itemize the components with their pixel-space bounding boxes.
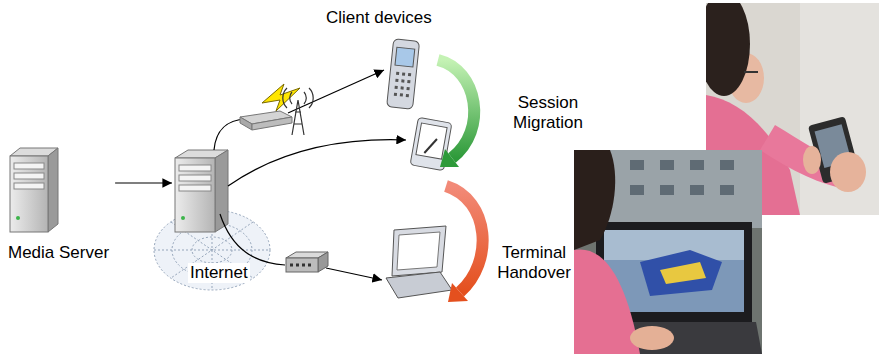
migration-arrow bbox=[438, 60, 474, 167]
switch-ports bbox=[290, 264, 311, 267]
glasses bbox=[744, 71, 758, 73]
hand bbox=[830, 152, 866, 192]
mobile-phone bbox=[387, 39, 420, 109]
radio-waves bbox=[283, 88, 313, 108]
drive-bay bbox=[179, 175, 211, 181]
link-arrow bbox=[228, 140, 406, 186]
photo-ground bbox=[574, 150, 762, 354]
link-arrow bbox=[326, 268, 382, 280]
phone-keypad bbox=[394, 73, 411, 95]
server-node: Internet bbox=[172, 148, 254, 285]
drive-bay bbox=[14, 183, 44, 189]
windows bbox=[630, 160, 734, 195]
server-node: Media Server bbox=[4, 146, 115, 265]
power-led bbox=[181, 216, 185, 220]
access-links bbox=[214, 70, 406, 280]
server-front bbox=[10, 156, 48, 232]
photo-wall bbox=[800, 3, 879, 215]
screen-figure bbox=[640, 250, 722, 296]
drive-bay bbox=[14, 173, 44, 179]
laptop-lid bbox=[392, 226, 446, 276]
node-label: Internet bbox=[188, 263, 250, 283]
annotation-label: Terminal Handover bbox=[492, 243, 576, 284]
curved-band bbox=[446, 186, 483, 292]
lightning-bolt bbox=[262, 84, 300, 111]
annotation-label: Client devices bbox=[326, 8, 432, 28]
switch-side bbox=[318, 252, 328, 272]
flow-arrow bbox=[115, 182, 172, 183]
drive-bay bbox=[179, 165, 211, 171]
power-led bbox=[16, 216, 20, 220]
network-switch bbox=[286, 252, 328, 272]
stylus bbox=[424, 137, 437, 154]
node-label: Media Server bbox=[6, 243, 111, 263]
drive-bay bbox=[179, 185, 211, 191]
screen-figure bbox=[660, 262, 706, 284]
phone-body bbox=[387, 39, 420, 109]
link-wire bbox=[220, 214, 285, 265]
hair bbox=[706, 3, 750, 96]
curved-band bbox=[438, 60, 474, 158]
arrow-head bbox=[448, 283, 468, 302]
wireless-modem bbox=[240, 84, 300, 130]
modem-side bbox=[252, 117, 292, 130]
tower-frame bbox=[292, 100, 304, 135]
server-side bbox=[48, 148, 58, 232]
server-front bbox=[175, 158, 215, 232]
drive-bay bbox=[14, 163, 44, 169]
media-server-icon bbox=[10, 148, 58, 232]
phone-screen bbox=[395, 47, 415, 67]
modem-front bbox=[240, 117, 252, 130]
laptop-screen bbox=[397, 232, 440, 270]
laptop-base bbox=[386, 272, 452, 298]
link-arrow bbox=[288, 70, 384, 113]
handover-arrow bbox=[446, 186, 483, 302]
hair bbox=[574, 150, 615, 250]
annotation-label: Session Migration bbox=[508, 93, 588, 134]
switch-front bbox=[286, 258, 318, 272]
arrow-head bbox=[440, 149, 459, 167]
pda-screen bbox=[416, 123, 447, 159]
laptop-photo bbox=[574, 150, 762, 354]
antenna-tower bbox=[283, 88, 313, 135]
thumb bbox=[803, 146, 821, 174]
laptop-device bbox=[386, 226, 452, 298]
hand bbox=[630, 326, 674, 350]
hub-server-icon bbox=[175, 150, 228, 232]
